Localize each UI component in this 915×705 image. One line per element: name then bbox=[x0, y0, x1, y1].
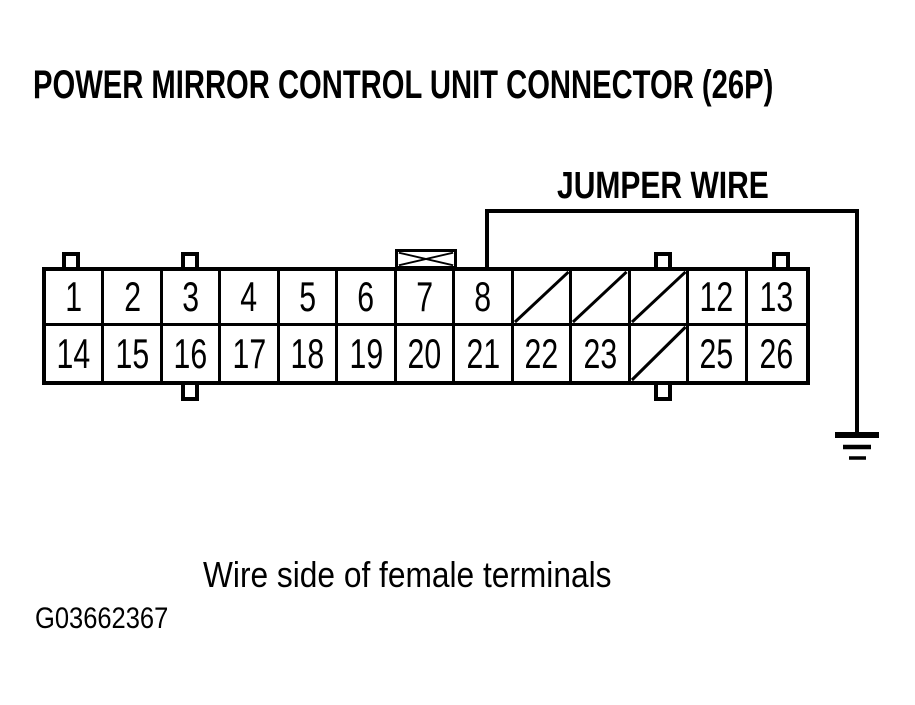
pin-number: 1 bbox=[65, 273, 83, 320]
connector-mount-tab-top-3 bbox=[654, 252, 672, 268]
pin-cell-4: 4 bbox=[221, 271, 280, 326]
pin-number: 8 bbox=[474, 273, 492, 320]
pin-number: 4 bbox=[240, 273, 258, 320]
pin-cell-15: 15 bbox=[104, 326, 163, 381]
slash-icon bbox=[630, 271, 687, 323]
jumper-wire-label: JUMPER WIRE bbox=[557, 165, 769, 207]
page-title: POWER MIRROR CONTROL UNIT CONNECTOR (26P… bbox=[33, 63, 774, 107]
pin-cell-13: 13 bbox=[747, 271, 806, 326]
pin-cell-16: 16 bbox=[163, 326, 222, 381]
pin-cell-18: 18 bbox=[280, 326, 339, 381]
pin-cell-3: 3 bbox=[162, 271, 222, 326]
pin-number: 20 bbox=[407, 329, 442, 377]
blocked-pin-cell bbox=[572, 271, 631, 326]
connector-mount-tab-top-4 bbox=[772, 252, 790, 268]
blocked-pin-cell bbox=[513, 271, 573, 326]
slash-icon bbox=[630, 326, 687, 381]
pin-number: 18 bbox=[290, 329, 325, 377]
pin-cell-26: 26 bbox=[748, 326, 806, 381]
pin-cell-17: 17 bbox=[221, 326, 280, 381]
connector-mount-tab-bottom-2 bbox=[654, 384, 672, 401]
pin-number: 2 bbox=[123, 273, 141, 320]
pin-cell-5: 5 bbox=[279, 271, 339, 326]
slash-icon bbox=[572, 271, 628, 323]
pin-number: 3 bbox=[182, 273, 200, 320]
pin-cell-7: 7 bbox=[396, 271, 456, 326]
pin-number: 16 bbox=[173, 329, 208, 377]
pin-cell-19: 19 bbox=[338, 326, 397, 381]
pin-cell-14: 14 bbox=[46, 326, 105, 381]
pin-number: 6 bbox=[357, 273, 375, 320]
pin-number: 26 bbox=[759, 329, 794, 377]
pin-number: 5 bbox=[299, 273, 316, 320]
blocked-pin-cell bbox=[630, 271, 690, 326]
pin-number: 19 bbox=[349, 329, 383, 377]
pin-number: 15 bbox=[115, 329, 150, 377]
connector-key-box bbox=[395, 249, 457, 269]
slash-icon bbox=[513, 271, 570, 323]
pin-cell-12: 12 bbox=[689, 271, 748, 326]
x-mark-icon bbox=[398, 252, 454, 266]
pin-number: 22 bbox=[524, 329, 559, 377]
pin-cell-25: 25 bbox=[689, 326, 748, 381]
pin-cell-8: 8 bbox=[455, 271, 514, 326]
pin-number: 17 bbox=[232, 329, 266, 377]
blocked-pin-cell bbox=[630, 326, 690, 381]
pin-number: 25 bbox=[699, 329, 734, 377]
pin-number: 14 bbox=[56, 329, 91, 377]
pin-number: 12 bbox=[699, 273, 734, 320]
connector-mount-tab-top-2 bbox=[181, 252, 199, 268]
caption-text: Wire side of female terminals bbox=[203, 554, 612, 595]
pin-cell-6: 6 bbox=[338, 271, 397, 326]
ground-icon bbox=[835, 432, 879, 460]
pin-cell-21: 21 bbox=[455, 326, 514, 381]
pin-number: 13 bbox=[759, 273, 794, 320]
pin-cell-1: 1 bbox=[46, 271, 105, 326]
connector-mount-tab-top-1 bbox=[62, 252, 80, 268]
pin-number: 7 bbox=[416, 273, 433, 320]
pin-number: 21 bbox=[466, 329, 500, 377]
pin-cell-20: 20 bbox=[397, 326, 456, 381]
pin-cell-2: 2 bbox=[104, 271, 163, 326]
pin-number: 23 bbox=[583, 329, 617, 377]
pin-cell-23: 23 bbox=[572, 326, 631, 381]
pin-cell-22: 22 bbox=[514, 326, 573, 381]
figure-id: G03662367 bbox=[35, 602, 169, 635]
connector-mount-tab-bottom-1 bbox=[181, 384, 199, 401]
